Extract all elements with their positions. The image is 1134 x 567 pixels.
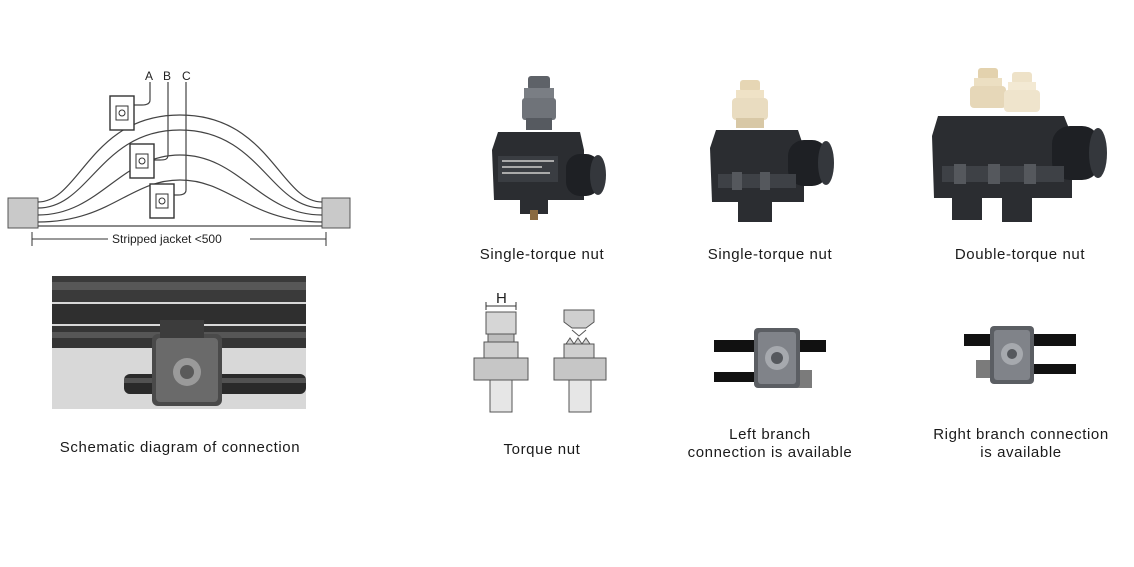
- clamp-c-icon: [149, 183, 175, 219]
- caption-single-torque-1: Single-torque nut: [479, 246, 605, 263]
- jacket-label: Stripped jacket <500: [112, 232, 222, 246]
- clamp-b-icon: [129, 143, 155, 179]
- product-single-torque-grey: [480, 72, 610, 222]
- left-branch-photo: [714, 326, 826, 394]
- caption-torque-nut: Torque nut: [503, 441, 581, 458]
- caption-double-torque: Double-torque nut: [954, 246, 1086, 263]
- caption-right-branch: Right branch connection is available: [916, 426, 1126, 462]
- phase-label-b: B: [163, 69, 171, 83]
- schematic-diagram: A B C Stripped jacket <500: [0, 60, 360, 250]
- caption-left-branch: Left branch connection is available: [672, 426, 868, 462]
- caption-left-branch-line1: Left branch: [729, 426, 811, 443]
- clamp-a-icon: [109, 95, 135, 131]
- caption-right-branch-line1: Right branch connection: [933, 426, 1109, 443]
- product-single-torque-cream: [708, 78, 838, 226]
- torque-nut-diagram: H: [470, 288, 610, 414]
- caption-left-branch-line2: connection is available: [687, 444, 853, 461]
- caption-single-torque-2: Single-torque nut: [707, 246, 833, 263]
- caption-connection: Schematic diagram of connection: [59, 439, 301, 456]
- dimension-label-h: H: [496, 290, 507, 307]
- phase-label-c: C: [182, 69, 191, 83]
- phase-label-a: A: [145, 69, 153, 83]
- right-branch-photo: [964, 326, 1076, 386]
- connection-photo: [52, 276, 306, 409]
- product-double-torque: [932, 66, 1112, 228]
- caption-right-branch-line2: is available: [980, 444, 1062, 461]
